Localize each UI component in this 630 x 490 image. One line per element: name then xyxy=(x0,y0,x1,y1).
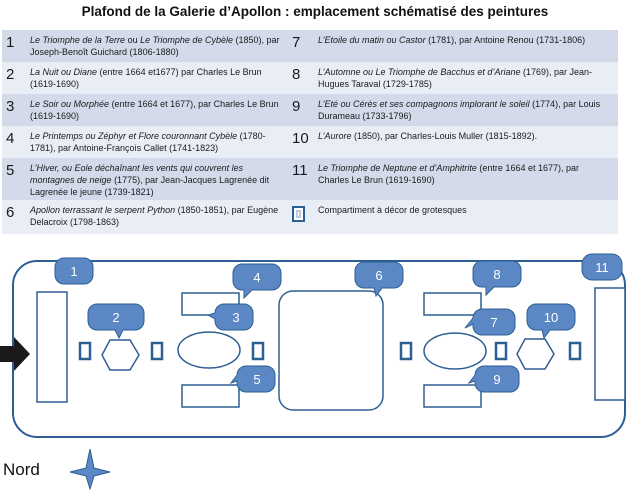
marker-6: 6 xyxy=(354,261,404,298)
legend-number: 5 xyxy=(2,158,30,200)
grotesque-compartment-icon xyxy=(251,341,265,361)
legend-icon-cell xyxy=(288,200,318,234)
grotesque-compartment-icon xyxy=(150,341,164,361)
north-label: Nord xyxy=(3,460,40,479)
legend-number: 8 xyxy=(288,62,318,94)
panel-9 xyxy=(423,384,482,408)
svg-text:4: 4 xyxy=(253,270,260,285)
legend-entry: L’Etoile du matin ou Castor (1781), par … xyxy=(318,30,618,62)
grotesque-compartment-icon xyxy=(292,206,305,222)
legend-entry: Le Soir ou Morphée (entre 1664 et 1677),… xyxy=(30,94,288,126)
legend-number: 2 xyxy=(2,62,30,94)
legend-number: 6 xyxy=(2,200,30,234)
legend-entry: Compartiment à décor de grotesques xyxy=(318,200,618,234)
page-title: Plafond de la Galerie d’Apollon : emplac… xyxy=(81,4,549,19)
grotesque-compartment-icon xyxy=(494,341,508,361)
legend-entry: L’Eté ou Cérès et ses compagnons implora… xyxy=(318,94,618,126)
grotesque-compartments xyxy=(78,341,582,361)
compass-star-icon xyxy=(69,448,111,490)
svg-text:11: 11 xyxy=(595,260,609,275)
marker-3: 3 xyxy=(206,303,254,331)
panel-10 xyxy=(516,338,555,370)
panel-7 xyxy=(423,332,487,370)
svg-text:7: 7 xyxy=(490,315,497,330)
marker-7: 7 xyxy=(464,308,516,336)
legend-table: 1 Le Triomphe de la Terre ou Le Triomphe… xyxy=(2,30,618,234)
legend-number: 11 xyxy=(288,158,318,200)
legend-number: 1 xyxy=(2,30,30,62)
panel-11 xyxy=(594,287,626,401)
svg-text:10: 10 xyxy=(544,310,558,325)
legend-entry: Le Triomphe de la Terre ou Le Triomphe d… xyxy=(30,30,288,62)
panel-6 xyxy=(278,290,384,411)
marker-8: 8 xyxy=(472,260,522,297)
legend-entry: La Nuit ou Diane (entre 1664 et1677) par… xyxy=(30,62,288,94)
marker-4: 4 xyxy=(232,263,282,300)
legend-number: 4 xyxy=(2,126,30,158)
marker-2: 2 xyxy=(87,303,145,340)
marker-9: 9 xyxy=(467,365,520,393)
panel-3 xyxy=(177,331,241,369)
legend-number: 3 xyxy=(2,94,30,126)
entrance-arrow-icon xyxy=(0,337,30,371)
marker-11: 11 xyxy=(581,253,623,281)
legend-entry: Apollon terrassant le serpent Python (18… xyxy=(30,200,288,234)
svg-text:9: 9 xyxy=(493,372,500,387)
marker-10: 10 xyxy=(526,303,576,340)
svg-text:1: 1 xyxy=(70,264,77,279)
panel-8 xyxy=(423,292,482,316)
panel-2 xyxy=(101,339,140,371)
svg-text:2: 2 xyxy=(112,310,119,325)
panel-5 xyxy=(181,384,240,408)
legend-entry: Le Triomphe de Neptune et d’Amphitrite (… xyxy=(318,158,618,200)
panel-1 xyxy=(36,291,68,403)
svg-text:3: 3 xyxy=(232,310,239,325)
grotesque-compartment-icon xyxy=(399,341,413,361)
legend-number: 7 xyxy=(288,30,318,62)
legend-entry: Le Printemps ou Zéphyr et Flore couronna… xyxy=(30,126,288,158)
legend-number: 9 xyxy=(288,94,318,126)
legend-entry: L’Hiver, ou Eole déchaînant les vents qu… xyxy=(30,158,288,200)
grotesque-compartment-icon xyxy=(78,341,92,361)
legend-entry: L’Aurore (1850), par Charles-Louis Mulle… xyxy=(318,126,618,158)
marker-5: 5 xyxy=(229,365,276,393)
legend-entry: L’Automne ou Le Triomphe de Bacchus et d… xyxy=(318,62,618,94)
svg-text:8: 8 xyxy=(493,267,500,282)
grotesque-compartment-icon xyxy=(568,341,582,361)
legend-number: 10 xyxy=(288,126,318,158)
svg-text:5: 5 xyxy=(253,372,260,387)
marker-1: 1 xyxy=(54,257,94,285)
svg-text:6: 6 xyxy=(375,268,382,283)
